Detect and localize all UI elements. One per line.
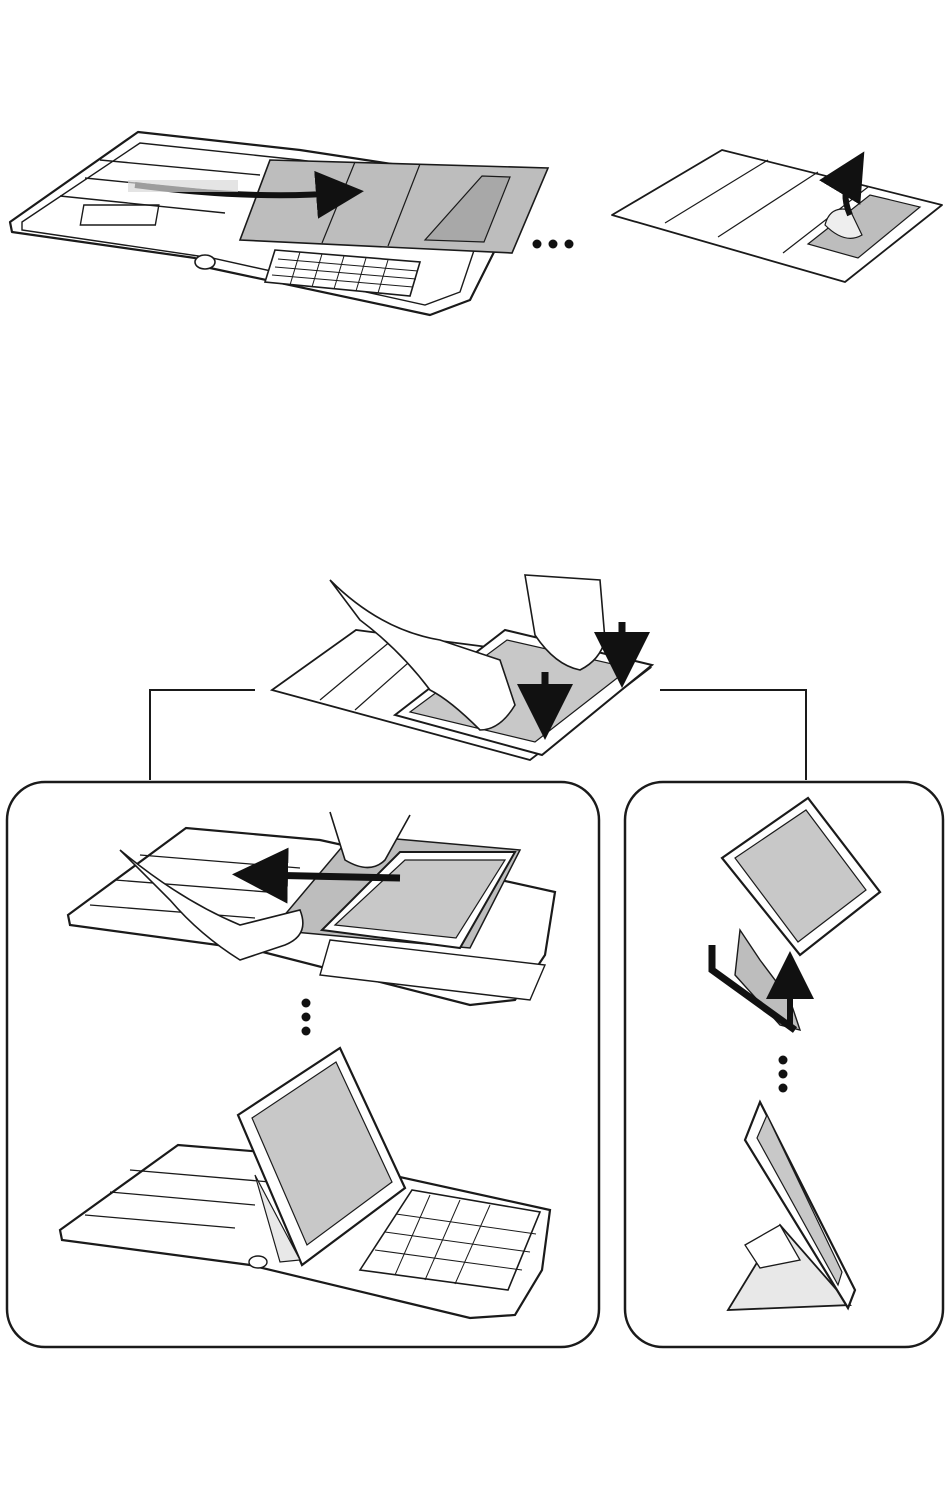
- panel-keyboard-mode: [7, 782, 599, 1347]
- hinge-knob: [195, 255, 215, 269]
- step-press-tablet: [272, 575, 652, 760]
- ellipsis-3: [779, 1056, 788, 1093]
- stand-tray: [240, 160, 548, 253]
- ellipsis-1: [533, 240, 574, 249]
- step-slide-tray-out: [10, 132, 548, 315]
- step-peel-adhesive: [612, 150, 942, 282]
- ellipsis-2: [302, 999, 311, 1036]
- panel-stand-mode: [625, 782, 943, 1347]
- left-arrow: [260, 875, 400, 878]
